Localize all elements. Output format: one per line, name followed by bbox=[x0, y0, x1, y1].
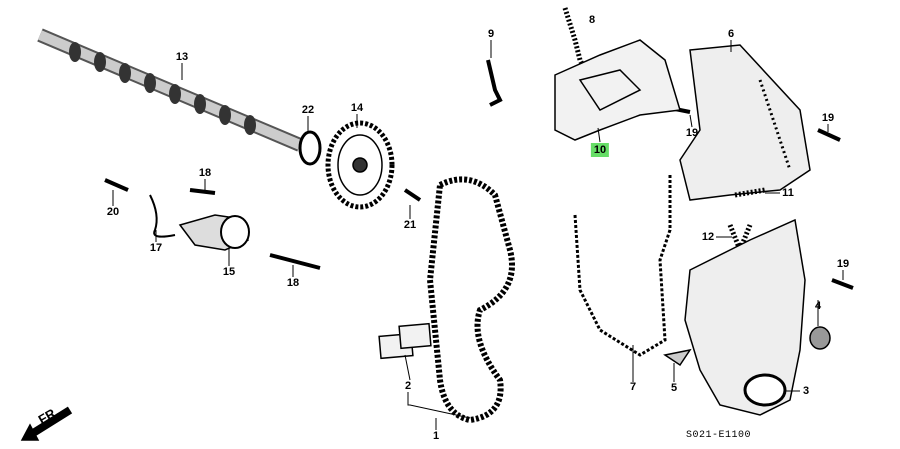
lower-timing-cover bbox=[684, 218, 806, 416]
callout-12[interactable]: 12 bbox=[701, 231, 715, 243]
label-2 bbox=[378, 322, 432, 360]
bracket bbox=[486, 59, 503, 107]
callout-15[interactable]: 15 bbox=[222, 266, 236, 278]
tensioner bbox=[178, 214, 250, 251]
callout-19[interactable]: 19 bbox=[836, 258, 850, 270]
callout-17[interactable]: 17 bbox=[149, 242, 163, 254]
callout-8[interactable]: 8 bbox=[588, 14, 596, 26]
fr-arrow-icon bbox=[20, 406, 73, 441]
back-cover bbox=[554, 39, 681, 141]
callout-18[interactable]: 18 bbox=[286, 277, 300, 289]
camshaft-pulley bbox=[325, 120, 395, 210]
callout-18[interactable]: 18 bbox=[198, 167, 212, 179]
callout-4[interactable]: 4 bbox=[814, 300, 822, 312]
seals-11-12 bbox=[727, 187, 766, 257]
callout-19[interactable]: 19 bbox=[685, 127, 699, 139]
callout-6[interactable]: 6 bbox=[727, 28, 735, 40]
callout-22[interactable]: 22 bbox=[301, 104, 315, 116]
timing-belt bbox=[426, 176, 515, 424]
seal-8 bbox=[562, 7, 588, 72]
spring bbox=[149, 194, 176, 238]
camshaft bbox=[37, 28, 303, 152]
callout-1[interactable]: 1 bbox=[432, 430, 440, 442]
upper-timing-cover bbox=[679, 44, 811, 201]
callout-11[interactable]: 11 bbox=[782, 187, 794, 199]
leader-lines bbox=[112, 40, 844, 430]
clip bbox=[663, 348, 692, 367]
callout-14[interactable]: 14 bbox=[350, 102, 364, 114]
callout-19[interactable]: 19 bbox=[821, 112, 835, 124]
cap bbox=[809, 326, 831, 350]
diagram-code: S021-E1100 bbox=[686, 430, 752, 441]
callout-10-highlighted[interactable]: 10 bbox=[590, 143, 610, 157]
callout-9[interactable]: 9 bbox=[487, 28, 495, 40]
callout-21[interactable]: 21 bbox=[403, 219, 417, 231]
callout-7[interactable]: 7 bbox=[629, 381, 637, 393]
gasket bbox=[573, 175, 672, 357]
callout-13[interactable]: 13 bbox=[175, 51, 189, 63]
callout-5[interactable]: 5 bbox=[670, 382, 678, 394]
callout-2[interactable]: 2 bbox=[404, 380, 412, 392]
oil-seal bbox=[298, 130, 322, 166]
callout-20[interactable]: 20 bbox=[106, 206, 120, 218]
callout-3[interactable]: 3 bbox=[802, 385, 810, 397]
